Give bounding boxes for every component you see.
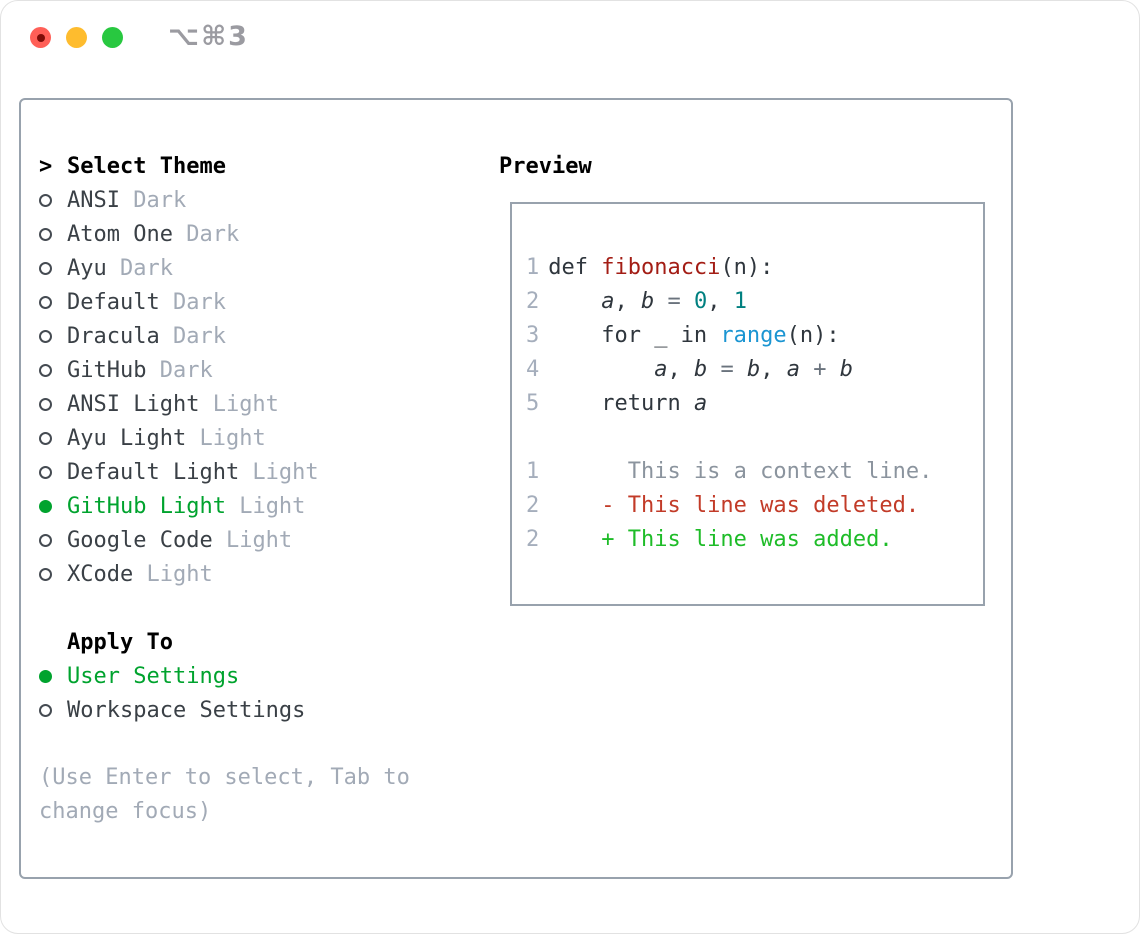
theme-variant-label: Light — [186, 425, 266, 451]
theme-variant-label: Light — [199, 391, 279, 417]
radio-icon — [39, 397, 67, 411]
theme-option-label: Default — [67, 289, 160, 315]
cursor-prompt-icon: > — [39, 153, 53, 179]
line-number: 1 — [526, 255, 540, 280]
line-number: 2 — [526, 527, 540, 552]
theme-option-label: ANSI Light — [67, 391, 200, 417]
theme-option-label: GitHub — [67, 357, 147, 383]
radio-icon — [39, 533, 67, 547]
radio-selected-icon — [39, 499, 67, 513]
theme-option-dracula[interactable]: Dracula Dark — [39, 319, 469, 353]
radio-icon — [39, 431, 67, 445]
blank-line — [526, 425, 983, 459]
theme-variant-label: Dark — [146, 357, 213, 383]
radio-icon — [39, 295, 67, 309]
theme-option-default[interactable]: Default Dark — [39, 285, 469, 319]
theme-variant-label: Light — [212, 527, 293, 553]
line-number: 4 — [526, 357, 540, 382]
keyboard-hint: (Use Enter to select, Tab to change focu… — [39, 765, 410, 824]
theme-option-label: ANSI — [67, 187, 120, 213]
theme-option-ansi[interactable]: ANSI Dark — [39, 183, 469, 217]
theme-option-label: Ayu — [67, 255, 107, 281]
theme-option-label: GitHub Light — [67, 493, 226, 519]
radio-icon — [39, 261, 67, 275]
theme-variant-label: Dark — [159, 289, 226, 315]
radio-icon — [39, 567, 67, 581]
window-title: ⌥⌘3 — [168, 21, 249, 52]
theme-option-label: Atom One — [67, 221, 173, 247]
theme-variant-label: Light — [225, 493, 306, 519]
theme-option-default-light[interactable]: Default Light Light — [39, 455, 469, 489]
theme-option-label: XCode — [67, 561, 134, 587]
theme-option-label: Dracula — [67, 323, 160, 349]
select-theme-header-label: Select Theme — [67, 153, 226, 179]
line-number: 3 — [526, 323, 540, 348]
spacer — [39, 727, 469, 761]
minimize-button[interactable] — [66, 27, 87, 48]
theme-variant-label: Dark — [106, 255, 173, 281]
close-button[interactable] — [30, 27, 51, 48]
apply-to-header-label: Apply To — [67, 629, 173, 655]
diff-deleted-line: 2 - This line was deleted. — [526, 493, 920, 518]
code-line: 4 a, b = b, a + b — [526, 357, 853, 382]
traffic-lights — [30, 27, 123, 48]
apply-to-header: Apply To — [39, 625, 469, 659]
apply-option-label: Workspace Settings — [67, 697, 306, 723]
select-theme-header: > Select Theme — [39, 149, 469, 183]
apply-option-workspace-settings[interactable]: Workspace Settings — [39, 693, 469, 727]
theme-variant-label: Dark — [119, 187, 187, 213]
radio-icon — [39, 703, 67, 717]
apply-option-user-settings[interactable]: User Settings — [39, 659, 469, 693]
theme-option-ansi-light[interactable]: ANSI Light Light — [39, 387, 469, 421]
code-line: 2 a, b = 0, 1 — [526, 289, 747, 314]
theme-option-google-code[interactable]: Google Code Light — [39, 523, 469, 557]
theme-variant-label: Dark — [159, 323, 226, 349]
theme-option-label: Google Code — [67, 527, 213, 553]
radio-icon — [39, 329, 67, 343]
title-bar: ⌥⌘3 — [1, 1, 1139, 75]
zoom-button[interactable] — [102, 27, 123, 48]
radio-icon — [39, 227, 67, 241]
theme-variant-label: Dark — [172, 221, 240, 247]
radio-selected-icon — [39, 669, 67, 683]
apply-option-label: User Settings — [67, 663, 240, 689]
preview-header: Preview — [499, 153, 592, 179]
theme-option-xcode[interactable]: XCode Light — [39, 557, 469, 591]
theme-variant-label: Light — [239, 459, 319, 485]
theme-option-github-light[interactable]: GitHub Light Light — [39, 489, 469, 523]
line-number: 2 — [526, 289, 540, 314]
diff-added-line: 2 + This line was added. — [526, 527, 893, 552]
diff-context-line: 1 This is a context line. — [526, 459, 933, 484]
line-number: 5 — [526, 391, 540, 416]
line-number: 2 — [526, 493, 540, 518]
spacer — [39, 591, 469, 625]
theme-option-github[interactable]: GitHub Dark — [39, 353, 469, 387]
theme-option-atom-one[interactable]: Atom One Dark — [39, 217, 469, 251]
line-number: 1 — [526, 459, 540, 484]
code-line: 5 return a — [526, 391, 708, 416]
code-line: 3 for _ in range(n): — [526, 323, 840, 348]
radio-icon — [39, 193, 67, 207]
theme-option-label: Default Light — [67, 459, 240, 485]
theme-option-ayu[interactable]: Ayu Dark — [39, 251, 469, 285]
theme-variant-label: Light — [133, 561, 213, 587]
theme-option-ayu-light[interactable]: Ayu Light Light — [39, 421, 469, 455]
theme-option-label: Ayu Light — [67, 425, 187, 451]
radio-icon — [39, 363, 67, 377]
radio-icon — [39, 465, 67, 479]
